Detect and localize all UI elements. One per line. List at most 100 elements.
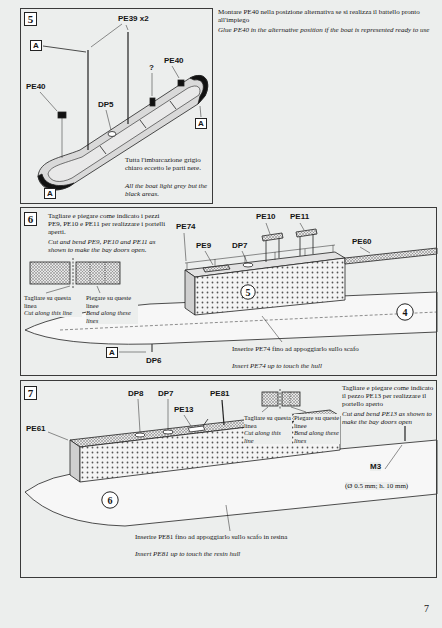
leader-line <box>168 399 169 429</box>
pe40-part <box>58 112 66 118</box>
instruction-text: Cut and bend PE9, PE10 and PE11 as shown… <box>48 238 168 254</box>
callout-number: 7 <box>28 387 34 399</box>
leader-line <box>385 445 402 469</box>
bend-line <box>290 392 291 406</box>
step-number: 7 <box>24 386 37 400</box>
pe39-post <box>88 32 128 150</box>
instruction-text: Tagliare e piegare come indicato i pezzi… <box>48 212 168 236</box>
part-name: M3 <box>370 462 381 471</box>
part-name: PE61 <box>26 424 46 433</box>
leader-line <box>184 233 186 261</box>
dp5-part <box>108 132 116 137</box>
pe10-part <box>262 233 283 262</box>
step-panel: 6 5 4A Tagliare e piegare come indicato i p… <box>20 207 437 376</box>
callout-number: 5 <box>28 13 34 25</box>
etched-fret <box>76 262 120 284</box>
pe40-part <box>178 80 184 86</box>
dimension: (Ø 0.5 mm; h. 10 mm) <box>345 482 408 490</box>
part-name: PE13 <box>174 405 194 414</box>
casing-front <box>185 270 195 315</box>
note: Piegare su queste linee <box>294 414 340 429</box>
hull-step-7 <box>25 389 437 531</box>
part-name: PE81 <box>210 389 230 398</box>
part-name: DP7 <box>232 241 248 250</box>
reference-tag: A <box>30 40 42 51</box>
part-name: PE11 <box>290 212 309 221</box>
etched-fret <box>262 392 278 406</box>
instruction-text: Insert PE81 up to touch the resin hull <box>135 550 315 558</box>
leader-line <box>119 352 146 353</box>
leader-line <box>205 251 213 265</box>
callout-circle <box>241 285 255 299</box>
pe11-part <box>296 229 317 256</box>
alt-part <box>150 98 155 106</box>
part-name: PE40 <box>26 82 46 91</box>
leader-line <box>40 92 62 158</box>
casing-side <box>195 258 345 315</box>
leader-line <box>242 251 247 262</box>
instruction-text: All the boat light grey but the black ar… <box>125 182 209 198</box>
pe81-part <box>222 400 224 425</box>
leader-line <box>106 110 111 130</box>
dp6-part <box>152 344 153 352</box>
leader-line <box>184 415 191 426</box>
page-number: 7 <box>424 603 429 614</box>
instruction-text: Inserire PE74 fino ad appoggiarlo sullo … <box>232 345 392 353</box>
step-number: 6 <box>24 212 37 226</box>
boat-hull <box>38 75 208 190</box>
cut-line <box>280 389 281 409</box>
leader-line <box>43 46 86 52</box>
bend-line <box>90 262 105 284</box>
cut-line <box>73 258 74 288</box>
note: Bend along these lines <box>294 429 340 444</box>
step-panel: 7 6 Tagliare e piegare come indicato il pe… <box>20 380 437 578</box>
callout-number: A <box>198 119 204 128</box>
note: Piegare su queste linee <box>86 294 138 309</box>
instruction-text: Tutta l'imbarcazione grigio chiaro eccet… <box>125 156 209 172</box>
instruction-text: Tagliare e piegare come indicato il pezz… <box>342 384 434 408</box>
dp8-part <box>135 433 145 437</box>
callout-number: A <box>47 189 53 198</box>
note: Tagliare su questa linea <box>24 294 82 309</box>
instruction-text: Inserire PE81 fino ad appoggiarlo sullo … <box>135 533 315 541</box>
note: Tagliare su questa linea <box>244 414 292 429</box>
pe9-part <box>203 265 230 272</box>
dp7-part <box>163 430 173 434</box>
part-name: PE39 x2 <box>118 14 149 23</box>
assembly-callout: 4 <box>396 303 414 321</box>
part-name: PE9 <box>196 241 211 250</box>
callout-circle <box>102 492 118 508</box>
note: Cut along this line <box>244 429 292 444</box>
note: Montare PE40 nella posizione alternativa… <box>218 8 432 24</box>
part-name: PE10 <box>256 212 276 221</box>
leader-line <box>152 73 153 96</box>
reference-tag: A <box>44 188 56 199</box>
callout-number: 6 <box>28 213 34 225</box>
instruction-text: Cut and bend PE13 as shown to make the b… <box>342 410 434 426</box>
leader-line <box>266 223 270 234</box>
callout-circle <box>397 304 413 320</box>
black-area <box>190 75 208 104</box>
callout-number: A <box>109 348 115 357</box>
callout-number: 6 <box>108 495 113 506</box>
part-name: PE60 <box>352 237 372 246</box>
leader-line <box>226 505 230 531</box>
assembly-callout: 6 <box>101 491 119 509</box>
leader-line <box>91 24 128 47</box>
reference-tag: A <box>106 347 118 358</box>
note: Cut along this line <box>24 309 82 317</box>
reference-tag: A <box>195 118 207 129</box>
assembly-callout: 5 <box>240 284 256 300</box>
instruction-text: Insert PE74 up to touch the hull <box>232 362 392 370</box>
leader-line <box>46 286 100 293</box>
hull-step-6 <box>25 223 437 352</box>
part-name: DP6 <box>146 356 162 365</box>
callout-number: 5 <box>246 287 251 298</box>
dp7-part <box>243 263 253 267</box>
step-panel: 5A A A Tutta l'imbarcazione grigio chiaro e… <box>20 8 213 204</box>
part-name: ? <box>149 63 154 72</box>
callout-number: A <box>33 41 39 50</box>
leader-line <box>262 407 306 412</box>
part-name: DP8 <box>128 389 144 398</box>
